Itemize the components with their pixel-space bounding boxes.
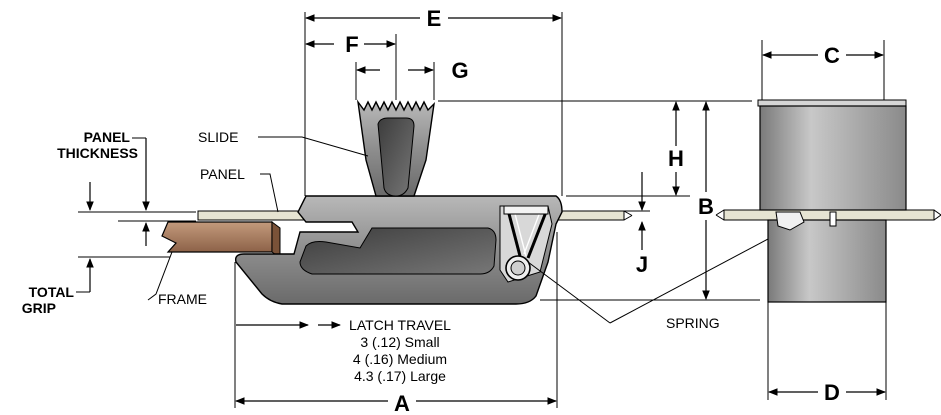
- dim-label-a: A: [394, 391, 410, 415]
- dimension-total-grip: [76, 182, 170, 293]
- dimension-b: B: [540, 101, 760, 301]
- callout-total-grip-2: GRIP: [22, 300, 56, 316]
- latch-travel-medium: 4 (.16) Medium: [353, 351, 447, 367]
- frame-block: [161, 221, 281, 259]
- latch-travel-small: 3 (.12) Small: [360, 334, 439, 350]
- callout-panel-thickness-2: THICKNESS: [57, 145, 138, 161]
- dimension-f: F: [305, 32, 397, 100]
- latch-travel-title: LATCH TRAVEL: [349, 317, 451, 333]
- dim-label-b: B: [698, 194, 714, 219]
- dim-label-h: H: [668, 146, 684, 171]
- latch-travel-large: 4.3 (.17) Large: [354, 368, 446, 384]
- spring-leader-left: [527, 261, 611, 324]
- slide-leader: [258, 136, 369, 157]
- slide-knob: [356, 99, 435, 197]
- dim-label-d: D: [824, 380, 840, 405]
- callout-panel: PANEL: [200, 166, 245, 182]
- dimension-g: G: [355, 58, 469, 100]
- latch-body: [234, 195, 563, 305]
- callout-frame: FRAME: [158, 291, 207, 307]
- dimension-e: E: [304, 6, 563, 196]
- callout-total-grip-1: TOTAL: [29, 284, 75, 300]
- dimension-panel-thickness: [78, 137, 196, 246]
- dim-label-g: G: [451, 58, 468, 83]
- dimension-a: A: [234, 232, 558, 415]
- dimension-h: H: [438, 100, 752, 197]
- callout-spring: SPRING: [666, 315, 720, 331]
- callout-slide: SLIDE: [198, 129, 238, 145]
- dim-label-f: F: [345, 32, 358, 57]
- spring-detail: [503, 205, 549, 281]
- frame-leader: [147, 251, 173, 301]
- dimension-j: J: [566, 172, 650, 277]
- dimension-c: C: [761, 40, 885, 100]
- callout-panel-thickness-1: PANEL: [84, 129, 131, 145]
- end-view: [715, 99, 941, 303]
- dim-label-j: J: [636, 252, 648, 277]
- dim-label-c: C: [824, 43, 840, 68]
- dim-label-e: E: [427, 6, 442, 31]
- panel-leader: [260, 173, 279, 213]
- dimension-d: D: [767, 302, 887, 405]
